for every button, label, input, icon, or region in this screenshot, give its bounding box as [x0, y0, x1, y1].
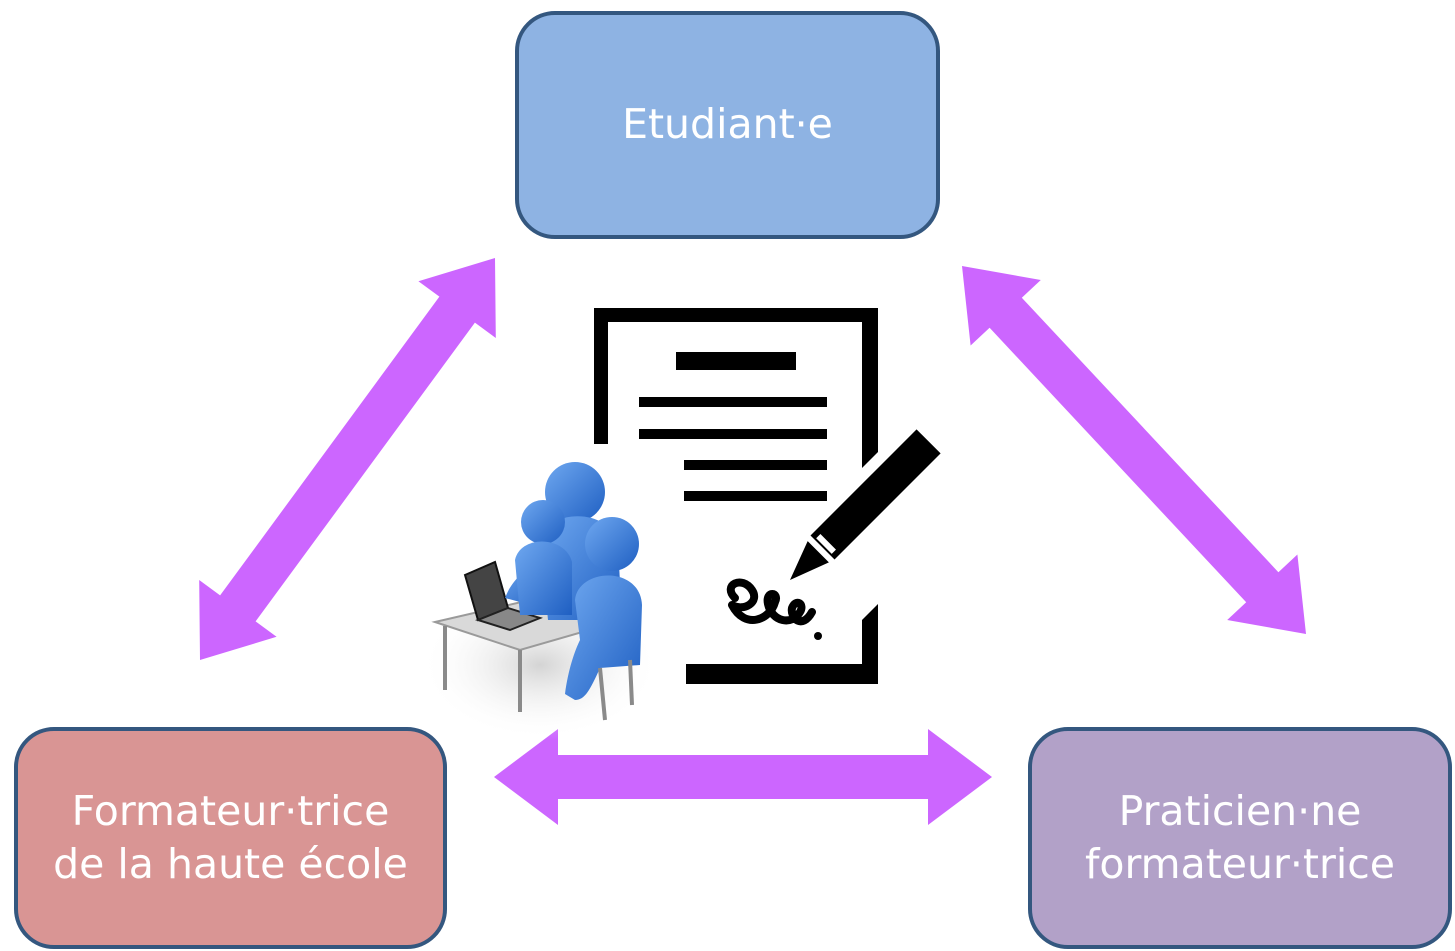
- double-arrow-student-school_trainer: [199, 258, 496, 660]
- school-trainer-label-line1: Formateur·trice: [71, 786, 390, 835]
- double-arrow-student-practitioner: [962, 266, 1306, 634]
- double-arrow-school_trainer-practitioner: [494, 729, 992, 825]
- people-at-computer-icon: [420, 462, 660, 740]
- student-node: Etudiant·e: [515, 11, 940, 239]
- school-trainer-node: Formateur·trice de la haute école: [14, 727, 447, 949]
- practitioner-label-line2: formateur·trice: [1085, 840, 1395, 888]
- student-label: Etudiant·e: [622, 100, 833, 149]
- practitioner-label-line1: Praticien·ne: [1118, 786, 1362, 835]
- practitioner-node: Praticien·ne formateur·trice: [1028, 727, 1452, 949]
- school-trainer-label-line2: de la haute école: [53, 840, 408, 888]
- signed-document-icon: [594, 308, 941, 684]
